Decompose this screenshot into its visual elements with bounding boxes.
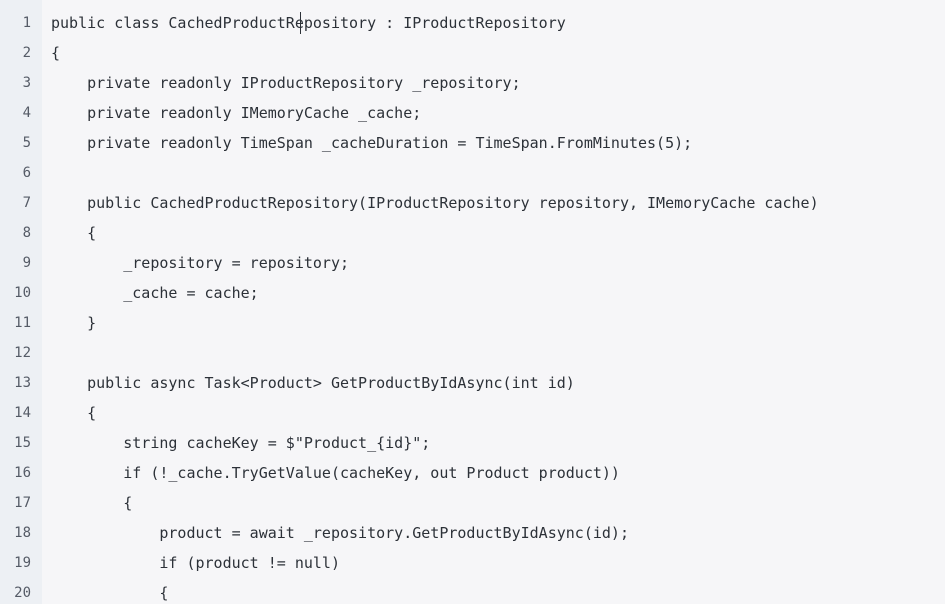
code-line[interactable]: 16 if (!_cache.TryGetValue(cacheKey, out… <box>0 458 945 488</box>
code-text[interactable]: _repository = repository; <box>51 254 350 272</box>
code-text[interactable]: } <box>51 314 97 332</box>
line-number: 2 <box>22 45 31 61</box>
code-line[interactable]: 1 public class CachedProductRepository :… <box>0 8 945 38</box>
line-number-gutter <box>0 0 42 604</box>
line-number: 11 <box>14 315 31 331</box>
code-line[interactable]: 19 if (product != null) <box>0 548 945 578</box>
code-line[interactable]: 3 private readonly IProductRepository _r… <box>0 68 945 98</box>
code-text[interactable]: { <box>51 584 169 602</box>
code-text[interactable]: private readonly IMemoryCache _cache; <box>51 104 422 122</box>
line-number: 15 <box>14 435 31 451</box>
code-text[interactable]: _cache = cache; <box>51 284 259 302</box>
line-number: 4 <box>22 105 31 121</box>
line-number: 18 <box>14 525 31 541</box>
line-number: 13 <box>14 375 31 391</box>
code-text[interactable]: string cacheKey = $"Product_{id}"; <box>51 434 431 452</box>
code-line[interactable]: 14 { <box>0 398 945 428</box>
code-text[interactable]: { <box>51 404 97 422</box>
line-number: 5 <box>22 135 31 151</box>
line-number: 20 <box>14 585 31 601</box>
code-text[interactable]: { <box>51 44 61 62</box>
code-text[interactable]: private readonly TimeSpan _cacheDuration… <box>51 134 693 152</box>
code-line[interactable]: 17 { <box>0 488 945 518</box>
line-number: 9 <box>22 255 31 271</box>
code-line[interactable]: 9 _repository = repository; <box>0 248 945 278</box>
line-number: 14 <box>14 405 31 421</box>
code-line[interactable]: 10 _cache = cache; <box>0 278 945 308</box>
code-line[interactable]: 13 public async Task<Product> GetProduct… <box>0 368 945 398</box>
line-number: 12 <box>14 345 31 361</box>
code-line[interactable]: 8 { <box>0 218 945 248</box>
line-number: 3 <box>22 75 31 91</box>
line-number: 8 <box>22 225 31 241</box>
line-number: 19 <box>14 555 31 571</box>
code-line[interactable]: 2 { <box>0 38 945 68</box>
line-number: 17 <box>14 495 31 511</box>
code-text[interactable]: { <box>51 224 97 242</box>
line-number: 6 <box>22 165 31 181</box>
code-text[interactable]: { <box>51 494 133 512</box>
code-line[interactable]: 20 { <box>0 578 945 604</box>
code-text[interactable]: public class CachedProductRepository : I… <box>51 14 566 32</box>
code-text[interactable]: private readonly IProductRepository _rep… <box>51 74 521 92</box>
code-line[interactable]: 7 public CachedProductRepository(IProduc… <box>0 188 945 218</box>
code-line[interactable]: 6 <box>0 158 945 188</box>
code-line[interactable]: 18 product = await _repository.GetProduc… <box>0 518 945 548</box>
line-number: 7 <box>22 195 31 211</box>
code-text[interactable]: if (!_cache.TryGetValue(cacheKey, out Pr… <box>51 464 620 482</box>
line-number: 16 <box>14 465 31 481</box>
code-line[interactable]: 5 private readonly TimeSpan _cacheDurati… <box>0 128 945 158</box>
code-text[interactable]: public CachedProductRepository(IProductR… <box>51 194 819 212</box>
text-cursor <box>300 12 301 34</box>
code-line[interactable]: 15 string cacheKey = $"Product_{id}"; <box>0 428 945 458</box>
code-text[interactable]: if (product != null) <box>51 554 340 572</box>
code-line[interactable]: 12 <box>0 338 945 368</box>
code-line[interactable]: 11 } <box>0 308 945 338</box>
line-number: 10 <box>14 285 31 301</box>
line-number: 1 <box>22 15 31 31</box>
code-line[interactable]: 4 private readonly IMemoryCache _cache; <box>0 98 945 128</box>
code-text[interactable]: public async Task<Product> GetProductByI… <box>51 374 575 392</box>
code-text[interactable]: product = await _repository.GetProductBy… <box>51 524 629 542</box>
